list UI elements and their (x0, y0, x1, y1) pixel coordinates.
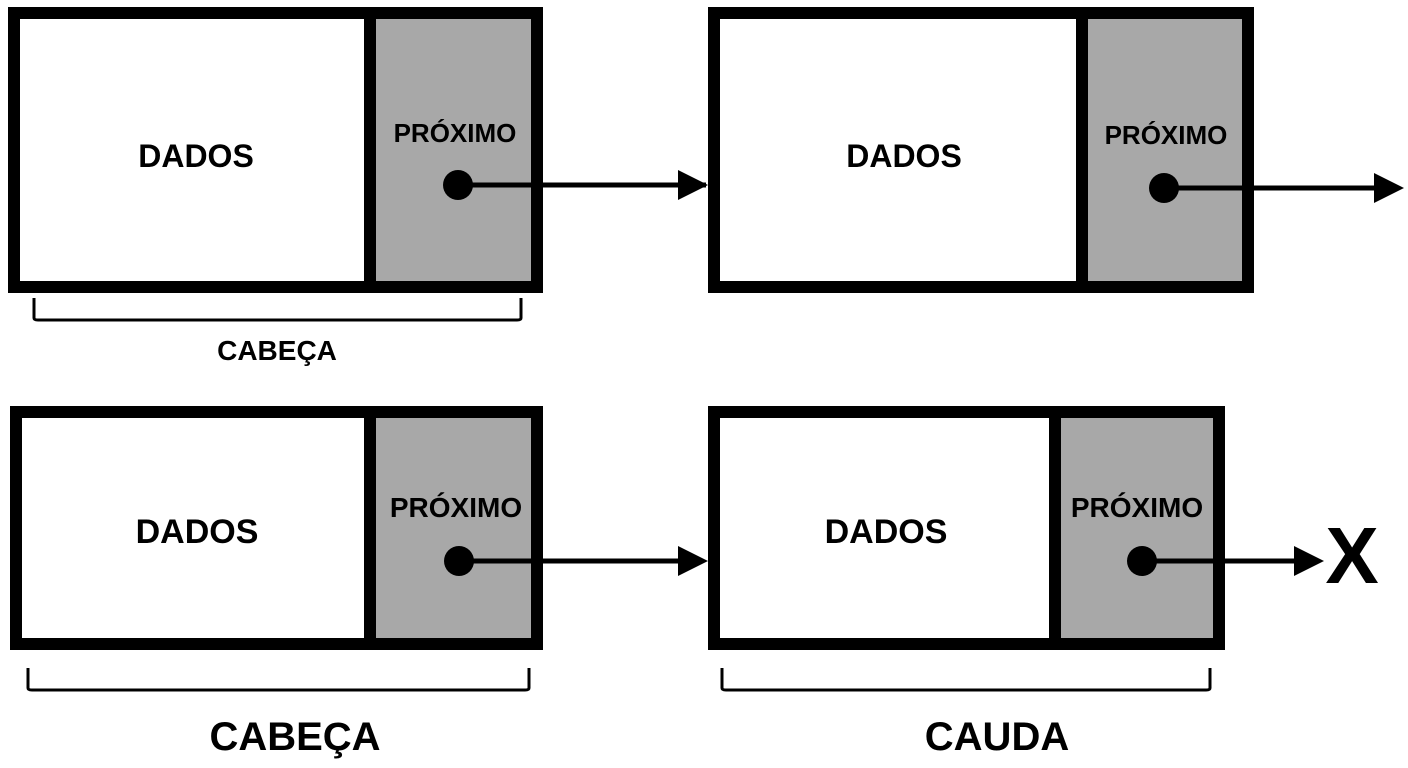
row1-node2-out-arrowhead (1374, 173, 1404, 203)
row1-node1-data-label: DADOS (138, 138, 254, 174)
row2-node1-data-label: DADOS (136, 513, 259, 551)
row2-link-arrowhead (678, 546, 708, 576)
row1-node1: DADOS PRÓXIMO (8, 7, 543, 293)
row2-tail-brace (720, 668, 1212, 692)
row2-node2: DADOS PRÓXIMO (708, 406, 1225, 650)
row1-node2: DADOS PRÓXIMO (708, 7, 1254, 293)
row1-node1-next-label: PRÓXIMO (394, 118, 517, 148)
row1-node2-next-cell (1076, 7, 1254, 293)
null-marker: X (1325, 511, 1378, 600)
row2-tail-label: CAUDA (925, 715, 1069, 759)
row1-link-arrowhead (678, 170, 708, 200)
row1-node1-next-cell (364, 7, 543, 293)
row2-head-brace (26, 668, 531, 692)
row2-node1: DADOS PRÓXIMO (10, 406, 543, 650)
row2-head-label: CABEÇA (209, 715, 380, 759)
row2-node2-data-label: DADOS (825, 513, 948, 551)
row1-head-label: CABEÇA (217, 335, 337, 366)
row1-node2-next-label: PRÓXIMO (1105, 120, 1228, 150)
row2-node1-next-label: PRÓXIMO (390, 492, 522, 523)
row1-node2-data-cell (708, 7, 1088, 293)
row2-null-arrowhead (1294, 546, 1324, 576)
row1-node1-data-cell (8, 7, 376, 293)
row1-node2-data-label: DADOS (846, 138, 962, 174)
row1-head-brace (32, 298, 523, 322)
row2-node2-next-cell (1049, 406, 1225, 650)
row2-node2-next-label: PRÓXIMO (1071, 492, 1203, 523)
row2-node1-next-cell (364, 406, 543, 650)
